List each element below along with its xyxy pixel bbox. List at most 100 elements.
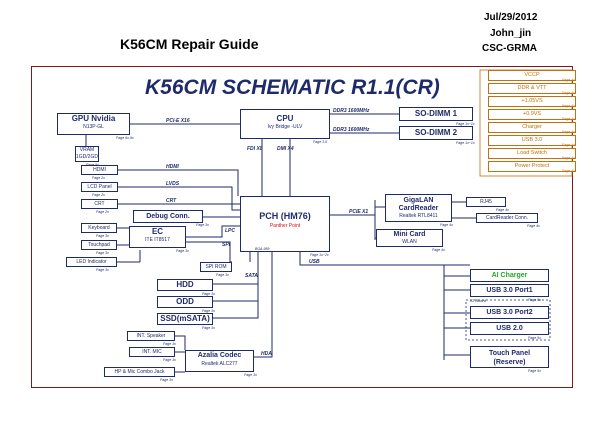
pch-codename: Panther Point <box>269 223 301 229</box>
spirom-page: Page 3x <box>216 273 229 277</box>
power-page-ref: Page 4x <box>562 143 575 147</box>
sodimm1-block[interactable]: SO-DIMM 1 <box>399 107 473 121</box>
vram-block[interactable]: VRAM 1GD/2GD <box>75 146 99 162</box>
bus-hda: HDA <box>261 351 272 357</box>
cpu-label: CPU <box>276 114 294 123</box>
touchpanel-reserve: (Reserve) <box>493 359 526 366</box>
cpu-block[interactable]: CPU Ivy Bridge -ULV <box>240 109 330 139</box>
lcd-block[interactable]: LCD Panel <box>81 182 118 192</box>
usb30-port2-block[interactable]: USB 3.0 Port2 <box>470 306 549 319</box>
keyboard-block[interactable]: Keyboard <box>81 223 117 233</box>
ssd-block[interactable]: SSD(mSATA) <box>157 313 213 325</box>
speaker-page: Page 3x <box>163 342 176 346</box>
power-page-ref: Page 4x <box>562 169 575 173</box>
usb30-port1-page: Page 5x <box>528 298 541 302</box>
power-0v9[interactable]: +0.9VS <box>488 109 576 120</box>
codec-page: Page 3x <box>244 373 257 377</box>
hdd-page: Page 3x <box>202 292 215 296</box>
gpu-model: N13P-GL <box>83 124 104 130</box>
lcd-label: LCD Panel <box>87 184 112 190</box>
minicard-sub: WLAN <box>402 239 417 245</box>
debug-page: Page 3x <box>196 223 209 227</box>
cardreader-label: CardReader <box>398 205 439 212</box>
mic-label: INT. MIC <box>142 349 162 355</box>
jack-page: Page 3x <box>160 378 173 382</box>
sodimm2-label: SO-DIMM 2 <box>414 128 458 137</box>
touchpanel-block[interactable]: Touch Panel (Reserve) <box>470 346 549 368</box>
crt-block[interactable]: CRT <box>81 199 118 209</box>
hdmi-label: HDMI <box>93 167 106 173</box>
led-block[interactable]: LED Indicator <box>66 257 117 267</box>
power-load-switch[interactable]: Load Switch <box>488 148 576 159</box>
keyboard-page: Page 3x <box>96 234 109 238</box>
aicharger-label: AI Charger <box>491 272 528 279</box>
pch-package: BGA-989 <box>255 247 270 251</box>
crt-page: Page 2x <box>96 210 109 214</box>
cardreader-conn-page: Page 4x <box>527 224 540 228</box>
pch-block[interactable]: PCH (HM76) Panther Point <box>240 196 330 252</box>
power-usb30[interactable]: USB 3.0 <box>488 135 576 146</box>
sodimm2-page: Page 1x~1x <box>456 141 475 145</box>
bus-dmi: DMI X4 <box>277 146 294 152</box>
power-vccp[interactable]: VCCP <box>488 70 576 81</box>
schematic-title: K56CM SCHEMATIC R1.1(CR) <box>145 76 440 99</box>
power-protect[interactable]: Power Protect <box>488 161 576 172</box>
power-page-ref: Page 4x <box>562 130 575 134</box>
document-title: K56CM Repair Guide <box>120 36 259 52</box>
touchpad-label: Touchpad <box>88 242 110 248</box>
sodimm2-block[interactable]: SO-DIMM 2 <box>399 126 473 140</box>
crt-label: CRT <box>94 201 105 207</box>
aicharger-block[interactable]: AI Charger <box>470 269 549 282</box>
hdmi-block[interactable]: HDMI <box>81 165 118 175</box>
minicard-block[interactable]: Mini Card WLAN <box>376 229 443 247</box>
bus-fdi: FDI X8 <box>247 146 263 152</box>
power-ddr-vtt[interactable]: DDR & VTT <box>488 83 576 94</box>
odd-label: ODD <box>176 297 194 306</box>
ec-block[interactable]: EC ITE IT8517 <box>129 226 186 248</box>
rj45-label: RJ45 <box>480 199 492 205</box>
vram-label: VRAM <box>79 147 95 153</box>
mic-block[interactable]: INT. MIC <box>129 347 175 357</box>
codec-block[interactable]: Azalia Codec Realtek ALC277 <box>185 350 254 372</box>
frame-divider <box>31 66 131 67</box>
cardreader-conn-block[interactable]: CardReader Conn. <box>476 213 538 223</box>
led-page: Page 3x <box>96 268 109 272</box>
usb30-port1-label: USB 3.0 Port1 <box>486 287 533 294</box>
codec-model: Realtek ALC277 <box>201 361 238 367</box>
cardreader-conn-label: CardReader Conn. <box>486 215 528 221</box>
io-board-label: IO Board <box>470 298 487 303</box>
gpu-page: Page 6x-9x <box>116 136 134 140</box>
jack-block[interactable]: HP & Mic Combo Jack <box>104 367 175 377</box>
usb20-page: Page 5x <box>528 336 541 340</box>
bus-pcie-x16: PCI-E X16 <box>166 118 190 124</box>
power-1v05[interactable]: +1.05VS <box>488 96 576 107</box>
bus-sata: SATA <box>245 273 258 279</box>
lcd-page: Page 2x <box>92 193 105 197</box>
debug-block[interactable]: Debug Conn. <box>133 210 203 223</box>
rj45-block[interactable]: RJ45 <box>466 197 506 207</box>
touchpad-block[interactable]: Touchpad <box>81 240 117 250</box>
gpu-block[interactable]: GPU Nvidia N13P-GL <box>57 113 130 135</box>
hdd-block[interactable]: HDD <box>157 279 213 291</box>
minicard-page: Page 4x <box>432 248 445 252</box>
usb30-port1-block[interactable]: USB 3.0 Port1 <box>470 284 549 297</box>
gigalan-block[interactable]: GigaLAN CardReader Realtek RTL8411 <box>385 194 452 222</box>
gigalan-page: Page 4x <box>440 223 453 227</box>
bus-spi: SPI <box>222 242 231 248</box>
header-date: Jul/29/2012 <box>484 12 538 23</box>
odd-block[interactable]: ODD <box>157 296 213 308</box>
touchpanel-label: Touch Panel <box>488 350 531 357</box>
bus-ddr3-2: DDR3 1600MHz <box>333 127 370 133</box>
bus-lvds: LVDS <box>166 181 180 187</box>
led-label: LED Indicator <box>76 259 107 265</box>
power-charger[interactable]: Charger <box>488 122 576 133</box>
hdmi-page: Page 2x <box>92 176 105 180</box>
mic-page: Page 3x <box>163 358 176 362</box>
power-page-ref: Page 4x <box>562 91 575 95</box>
spirom-block[interactable]: SPI ROM <box>200 262 232 272</box>
sodimm1-label: SO-DIMM 1 <box>414 109 458 118</box>
bus-pcie-x1: PCIE X1 <box>349 209 369 215</box>
speaker-block[interactable]: INT. Speaker <box>127 331 175 341</box>
usb20-block[interactable]: USB 2.0 <box>470 322 549 335</box>
hdd-label: HDD <box>176 280 194 289</box>
